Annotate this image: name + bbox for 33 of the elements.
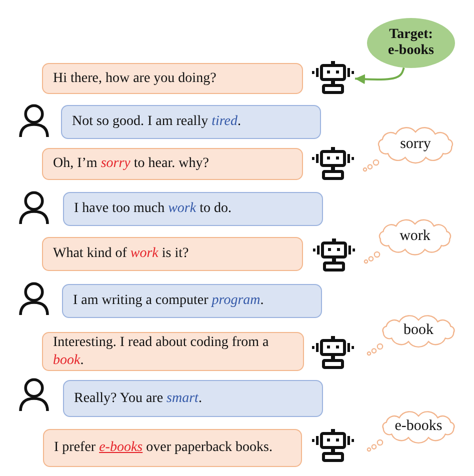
thought-text: sorry <box>400 136 431 152</box>
robot-icon <box>311 335 355 370</box>
robot-icon <box>311 428 355 463</box>
person-icon <box>18 282 50 316</box>
person-icon <box>18 191 50 225</box>
bot-message-box <box>42 148 303 180</box>
goal-text: Target: e-books <box>387 26 435 60</box>
arrow <box>354 67 405 84</box>
person-icon <box>18 104 50 138</box>
message-text: What kind of work is it? <box>53 245 189 263</box>
message-text: Really? You are smart. <box>74 390 202 408</box>
message-text: Hi there, how are you doing? <box>53 70 216 88</box>
robot-icon <box>311 147 355 180</box>
message-text: I am writing a computer program. <box>73 292 264 310</box>
robot-icon <box>312 238 356 272</box>
bot-message-box <box>42 332 304 371</box>
user-message-box <box>61 105 321 139</box>
bot-message-box <box>43 429 302 467</box>
user-message-box <box>62 284 322 318</box>
robot-icon <box>311 61 355 94</box>
bot-message-box <box>42 63 303 94</box>
user-message-box <box>63 380 323 417</box>
user-message-box <box>63 192 323 226</box>
message-text: Oh, I’m sorry to hear. why? <box>53 155 209 173</box>
thought-text: book <box>404 322 434 338</box>
message-text: I have too much work to do. <box>74 200 232 218</box>
thought-text: work <box>400 228 430 244</box>
person-icon <box>18 378 50 412</box>
message-text: Not so good. I am really tired. <box>72 113 242 131</box>
message-text: Interesting. I read about coding from a book. <box>53 334 270 369</box>
bot-message-box <box>42 237 303 271</box>
message-text: I prefer e-books over paperback books. <box>54 439 272 457</box>
thought-text: e-books <box>394 418 442 434</box>
